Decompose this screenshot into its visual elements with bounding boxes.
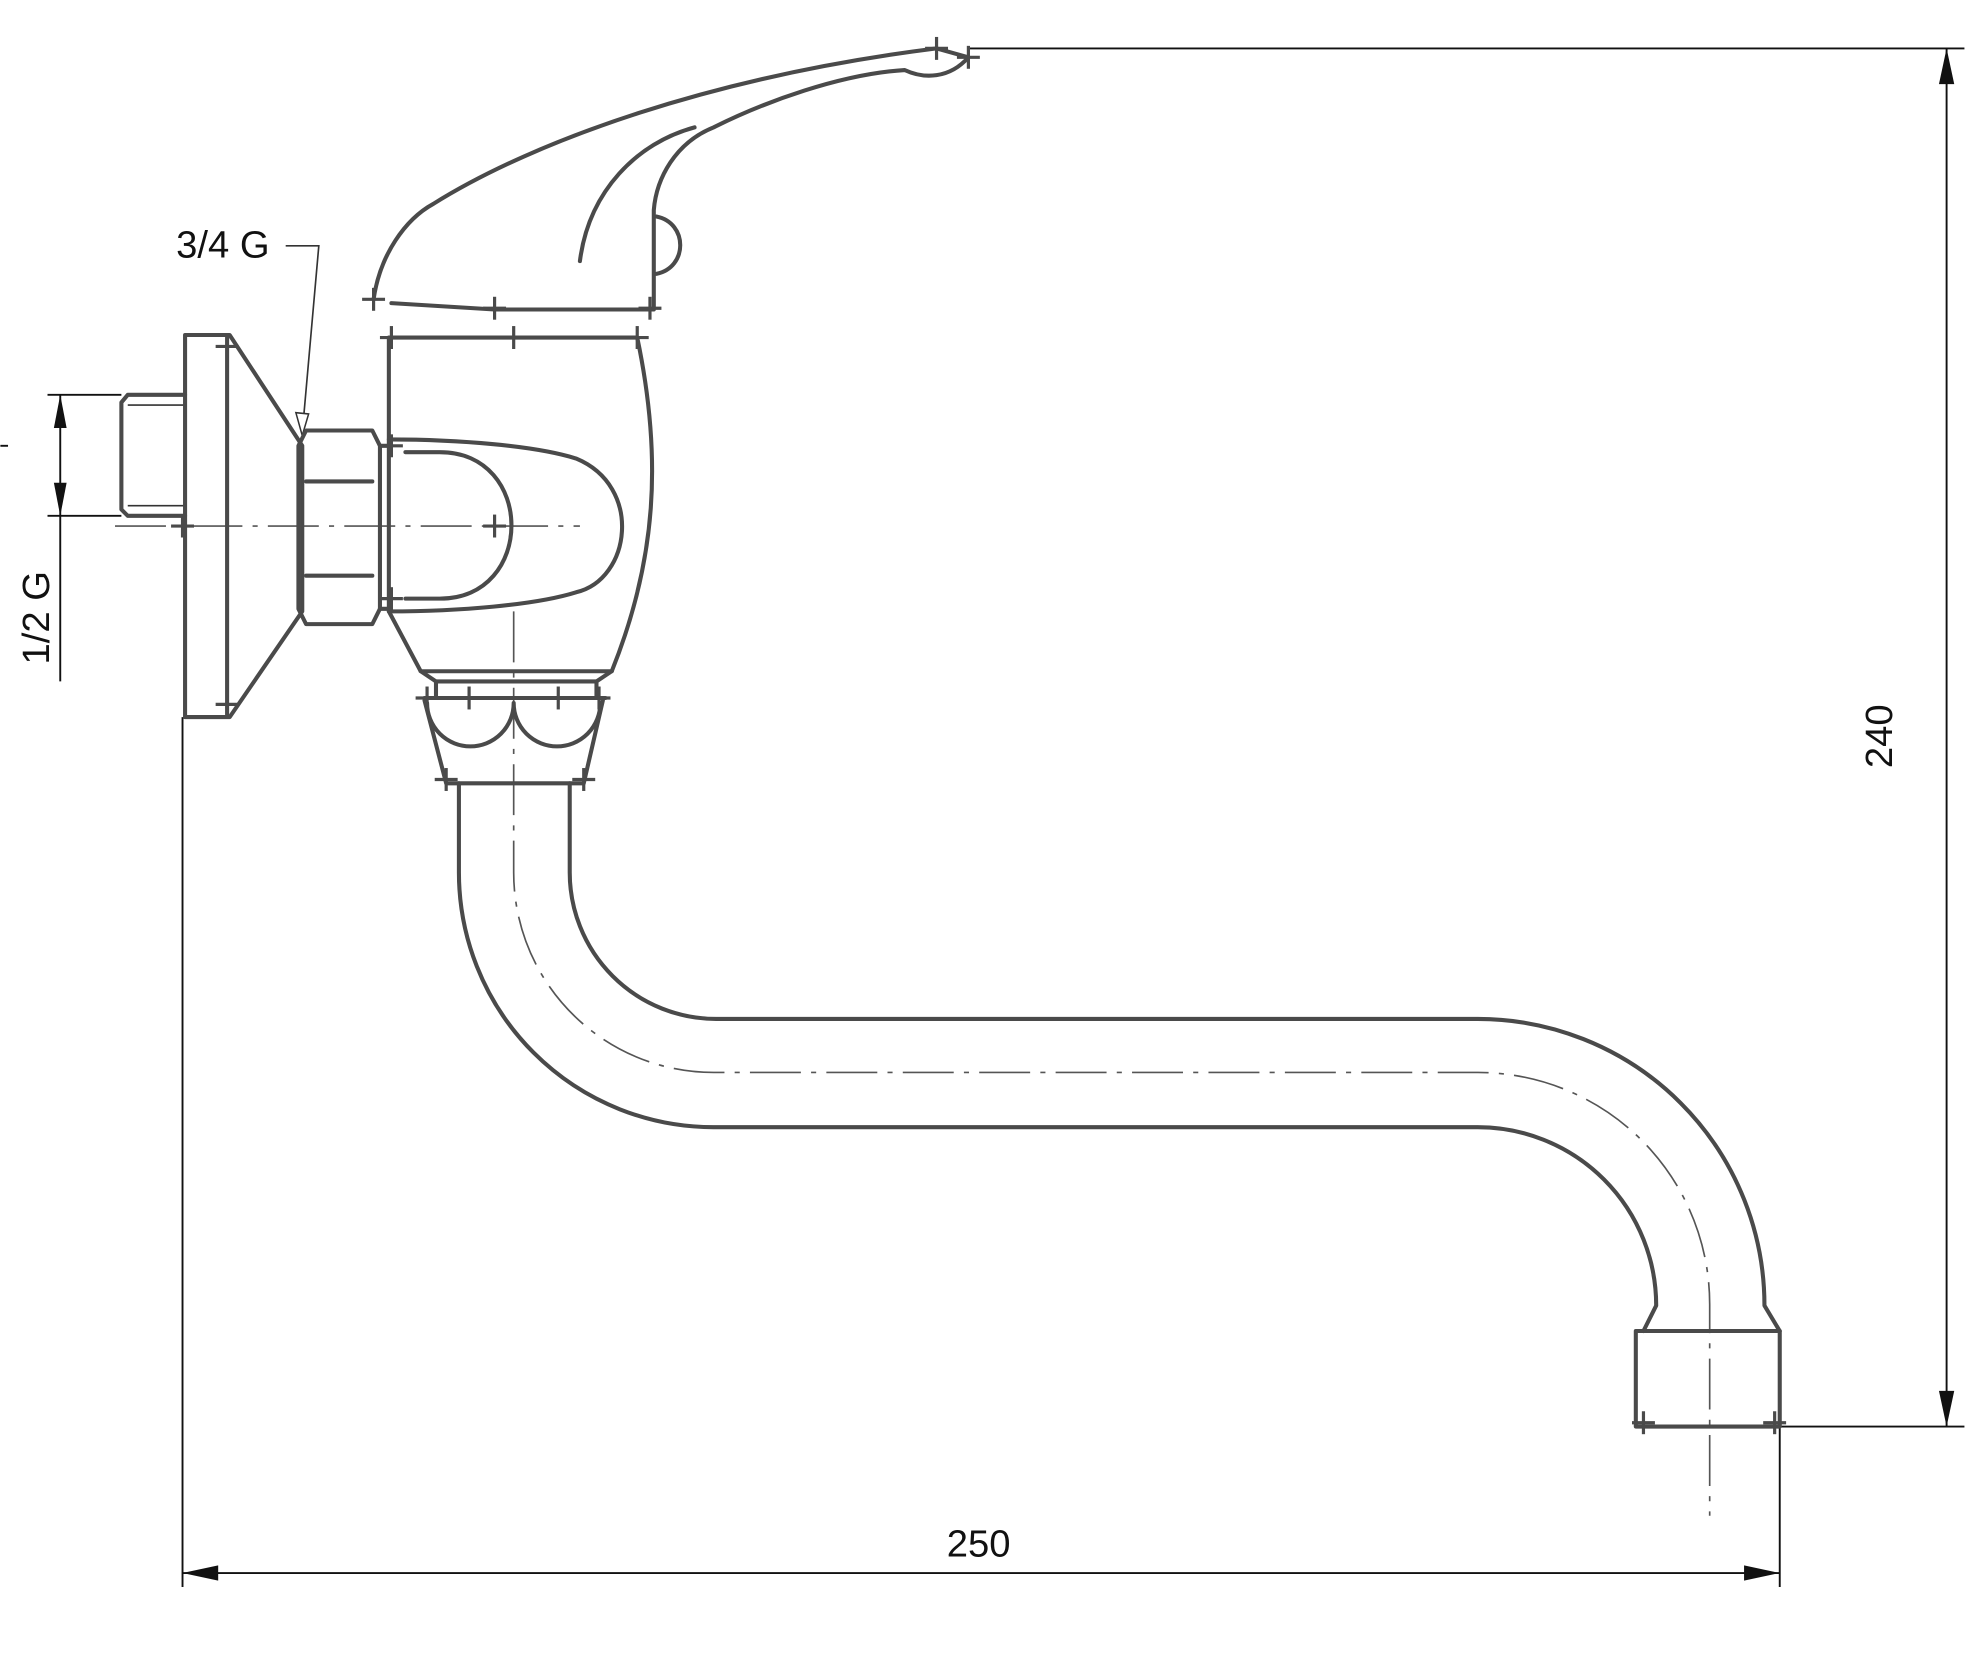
- hex-nut: [296, 428, 382, 627]
- handle-knob: [654, 214, 683, 276]
- body-shell: [386, 335, 655, 674]
- spout-outer-upper: [567, 781, 1782, 1334]
- height-dimension: 240: [968, 47, 1965, 1428]
- escutcheon-flange: [183, 332, 305, 720]
- spout-axis: [512, 611, 1711, 1516]
- connector-thread-label: 1/2 G: [15, 571, 58, 664]
- aerator-nozzle: [1633, 1328, 1782, 1429]
- arrow-down-icon: [1938, 1390, 1955, 1427]
- mixer-body: [377, 335, 655, 674]
- swivel-neck: [418, 669, 614, 786]
- leader-arrow-icon: [294, 411, 310, 439]
- spout-outer-lower: [456, 781, 1659, 1334]
- wall-connector: [119, 332, 382, 720]
- arrow-up-icon: [1938, 48, 1955, 85]
- handle-inner-curve: [577, 125, 697, 264]
- reach-label: 250: [947, 1522, 1011, 1565]
- cartridge-inner: [403, 450, 514, 601]
- construction-marks: [171, 36, 1787, 1435]
- threaded-nipple: [119, 392, 188, 518]
- cartridge-cover: [386, 437, 625, 614]
- neck-collar: [418, 669, 614, 684]
- arrow-right-icon: [1744, 1565, 1780, 1581]
- inlet-thread-callout: 3/4 G: [176, 223, 320, 439]
- arrow-up-icon: [53, 394, 67, 428]
- reach-dimension: 250: [181, 717, 1781, 1588]
- connector-thread-dimension: 1/2 G: [0, 393, 122, 682]
- inlet-thread-label: 3/4 G: [176, 223, 269, 266]
- swivel-ring: [425, 701, 603, 749]
- swivel-cone: [422, 698, 605, 786]
- height-label: 240: [1858, 704, 1901, 768]
- arrow-left-icon: [182, 1565, 219, 1581]
- lever-handle[interactable]: [371, 46, 971, 312]
- arrow-down-icon: [53, 482, 67, 516]
- handle-outline: [371, 46, 971, 312]
- leader-line: [285, 244, 320, 434]
- spout: [456, 781, 1782, 1429]
